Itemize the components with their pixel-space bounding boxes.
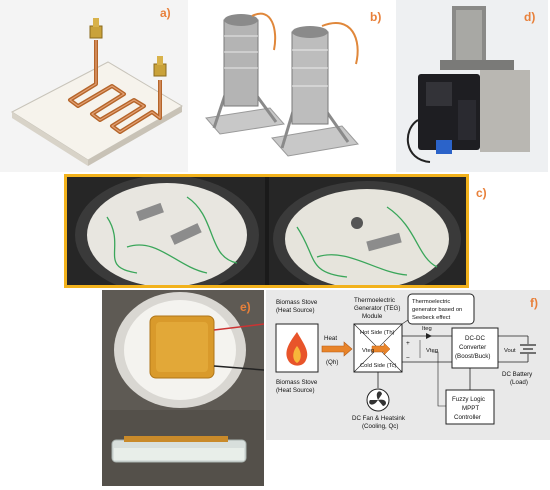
teg-v-label: Vteg bbox=[362, 348, 374, 354]
teg-title-1: Thermoelectric bbox=[354, 297, 395, 304]
panel-e-label: e) bbox=[240, 300, 251, 314]
stove-bottom-title: Biomass Stove bbox=[276, 379, 318, 386]
teg-photos-render bbox=[67, 177, 466, 285]
mppt-line-3: Controller bbox=[454, 414, 481, 421]
panel-b-stove-stands: b) bbox=[192, 0, 392, 172]
callout-line-1: Thermoelectric bbox=[412, 299, 450, 305]
panel-b-label: b) bbox=[370, 10, 382, 24]
v-teg-label: Vteg bbox=[426, 348, 438, 354]
flexible-teg-render bbox=[102, 290, 264, 486]
panel-d-label: d) bbox=[524, 10, 536, 24]
panel-c-label: c) bbox=[476, 186, 487, 200]
teg-title-3: Module bbox=[362, 313, 383, 320]
minus-sign: − bbox=[406, 355, 410, 362]
heat-qh-label: (Qh) bbox=[326, 359, 338, 366]
cold-plate-render bbox=[10, 18, 183, 166]
fan-line-1: DC Fan & Heatsink bbox=[352, 415, 406, 422]
stove-title: Biomass Stove bbox=[276, 299, 318, 306]
cold-side-label: Cold Side (Tc) bbox=[360, 363, 396, 369]
plus-sign: + bbox=[406, 340, 410, 347]
hot-side-label: Hot Side (Th) bbox=[360, 330, 395, 336]
heat-label: Heat bbox=[324, 335, 337, 342]
battery-line-1: DC Battery bbox=[502, 371, 533, 378]
battery-line-2: (Load) bbox=[510, 379, 528, 386]
dcdc-converter-box bbox=[451, 327, 499, 369]
callout-line-2: generator based on bbox=[412, 307, 462, 313]
dcdc-line-1: DC-DC bbox=[465, 335, 485, 342]
dcdc-line-2: Converter bbox=[459, 344, 486, 351]
stove-subtitle: (Heat Source) bbox=[276, 307, 315, 314]
panel-a-label: a) bbox=[160, 6, 171, 20]
teg-system-diagram: Biomass Stove (Heat Source) Biomass Stov… bbox=[275, 293, 536, 430]
teg-title-2: Generator (TEG) bbox=[354, 305, 400, 312]
panel-c-teg-photos bbox=[64, 174, 469, 288]
mppt-line-1: Fuzzy Logic bbox=[452, 396, 485, 403]
panel-a-cold-plate: a) bbox=[0, 0, 188, 172]
callout-line-3: Seebeck effect bbox=[412, 315, 451, 321]
mppt-line-2: MPPT bbox=[462, 405, 479, 412]
panel-d-stove-photo: d) bbox=[396, 0, 548, 172]
stove-stands-render bbox=[205, 12, 359, 157]
seebeck-callout bbox=[407, 293, 475, 325]
v-out-label: Vout bbox=[504, 348, 516, 354]
panel-e-flexible-teg: e) bbox=[102, 290, 264, 486]
panel-f-schematic: Biomass Stove (Heat Source) Biomass Stov… bbox=[266, 290, 550, 440]
i-teg-label: Iteg bbox=[422, 326, 432, 332]
fan-line-2: (Cooling, Qc) bbox=[362, 423, 398, 430]
dcdc-line-3: (Boost/Buck) bbox=[455, 353, 490, 360]
panel-f-label: f) bbox=[530, 296, 538, 310]
stove-bottom-subtitle: (Heat Source) bbox=[276, 387, 315, 394]
heat-arrow bbox=[321, 341, 353, 357]
mppt-controller-box bbox=[445, 389, 495, 425]
stove-photo-render bbox=[406, 6, 530, 163]
